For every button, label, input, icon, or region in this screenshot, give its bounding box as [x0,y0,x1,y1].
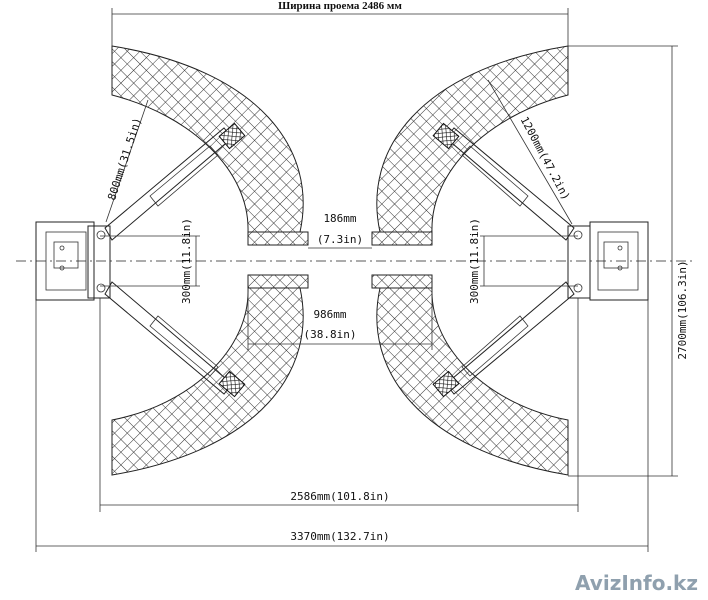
pad-span-in-label: (38.8in) [304,328,357,341]
height-dimension: 2700mm(106.3in) [568,45,689,477]
overall-width-label: 3370mm(132.7in) [290,530,389,543]
pad-span-dimension: 986mm (38.8in) [247,288,433,350]
right-arm-lower [432,281,575,398]
center-gap-label: 186mm [323,212,356,225]
right-post [567,221,649,301]
center-gap-dimension: 186mm (7.3in) [308,212,372,249]
opening-width-label: Ширина проема 2486 мм [278,0,402,12]
left-arm-lower [104,281,246,398]
overall-width-dimension: 3370mm(132.7in) [35,300,649,552]
swing-zone-left [111,45,309,476]
watermark-text: AvizInfo.kz [575,571,698,595]
left-post [35,221,111,301]
post-right-vertical-label: 300mm(11.8in) [468,218,481,304]
pad-span-label: 986mm [313,308,346,321]
post-left-vertical-label: 300mm(11.8in) [180,218,193,304]
post-left-vertical-dimension: 300mm(11.8in) [100,218,200,304]
arm-long-right-label: 1200mm(47.2in) [518,114,573,202]
opening-width-dimension: Ширина проема 2486 мм [111,0,569,46]
arm-short-left-label: 800mm(31.5in) [105,116,144,202]
inner-width-dimension: 2586mm(101.8in) [99,298,579,512]
arm-short-left-dimension: 800mm(31.5in) [105,99,149,223]
inner-width-label: 2586mm(101.8in) [290,490,389,503]
center-gap-in-label: (7.3in) [317,233,363,246]
post-right-vertical-dimension: 300mm(11.8in) [468,218,578,304]
swing-zone-right [371,45,569,476]
height-label: 2700mm(106.3in) [676,260,689,359]
